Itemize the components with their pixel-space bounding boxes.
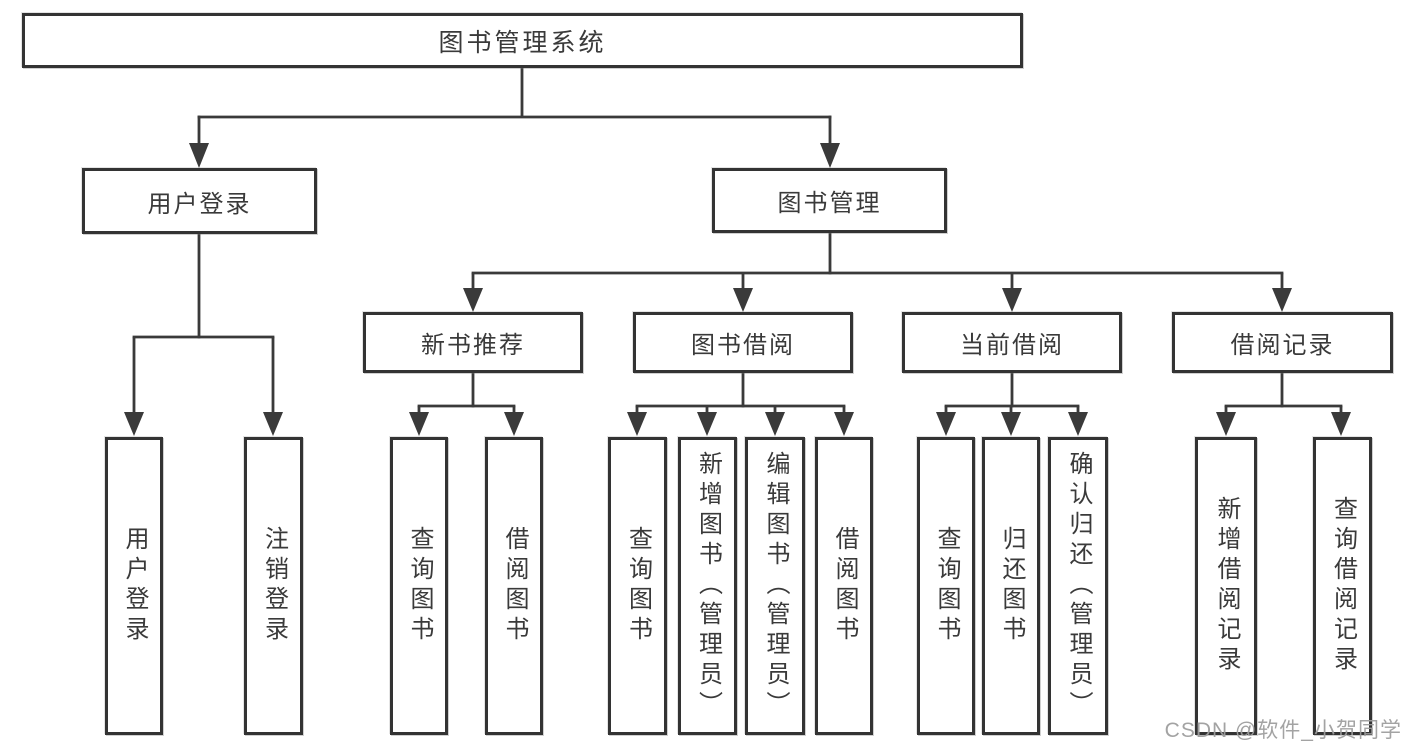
node-leaf-add-borrow-record: 新增借阅记录	[1195, 437, 1257, 735]
node-leaf-return-books: 归还图书	[982, 437, 1040, 735]
node-leaf-query-borrow-record: 查询借阅记录	[1313, 437, 1372, 735]
node-label: 用户登录	[121, 526, 148, 646]
node-label: 查询图书	[406, 526, 433, 646]
node-book-borrow: 图书借阅	[633, 312, 853, 373]
node-root-system: 图书管理系统	[22, 13, 1023, 68]
node-label: 查询图书	[624, 526, 652, 646]
node-leaf-add-books-admin: 新增图书（管理员）	[678, 437, 737, 735]
node-label: 编辑图书（管理员）	[762, 451, 789, 721]
node-book-management: 图书管理	[712, 168, 947, 233]
node-label: 新增图书（管理员）	[694, 451, 722, 721]
node-leaf-query-books-3: 查询图书	[917, 437, 975, 735]
node-leaf-edit-books-admin: 编辑图书（管理员）	[745, 437, 805, 735]
node-current-borrow: 当前借阅	[902, 312, 1122, 373]
node-label: 借阅图书	[501, 526, 528, 646]
node-leaf-logout: 注销登录	[244, 437, 303, 735]
node-new-book-recommend: 新书推荐	[363, 312, 583, 373]
node-borrow-records: 借阅记录	[1172, 312, 1393, 373]
node-leaf-query-books-1: 查询图书	[390, 437, 448, 735]
node-label: 借阅图书	[831, 526, 858, 646]
node-leaf-borrow-books-2: 借阅图书	[815, 437, 873, 735]
node-label: 查询图书	[933, 526, 960, 646]
node-label: 注销登录	[260, 526, 288, 646]
node-user-login: 用户登录	[82, 168, 317, 234]
node-leaf-user-login: 用户登录	[105, 437, 163, 735]
node-label: 归还图书	[998, 526, 1025, 646]
node-leaf-query-books-2: 查询图书	[608, 437, 667, 735]
node-label: 确认归还（管理员）	[1065, 451, 1092, 721]
node-leaf-confirm-return-admin: 确认归还（管理员）	[1048, 437, 1108, 735]
node-label: 查询借阅记录	[1329, 496, 1357, 676]
node-label: 新增借阅记录	[1213, 496, 1240, 676]
csdn-watermark: CSDN @软件_小贺同学	[1164, 719, 1402, 742]
node-leaf-borrow-books-1: 借阅图书	[485, 437, 543, 735]
